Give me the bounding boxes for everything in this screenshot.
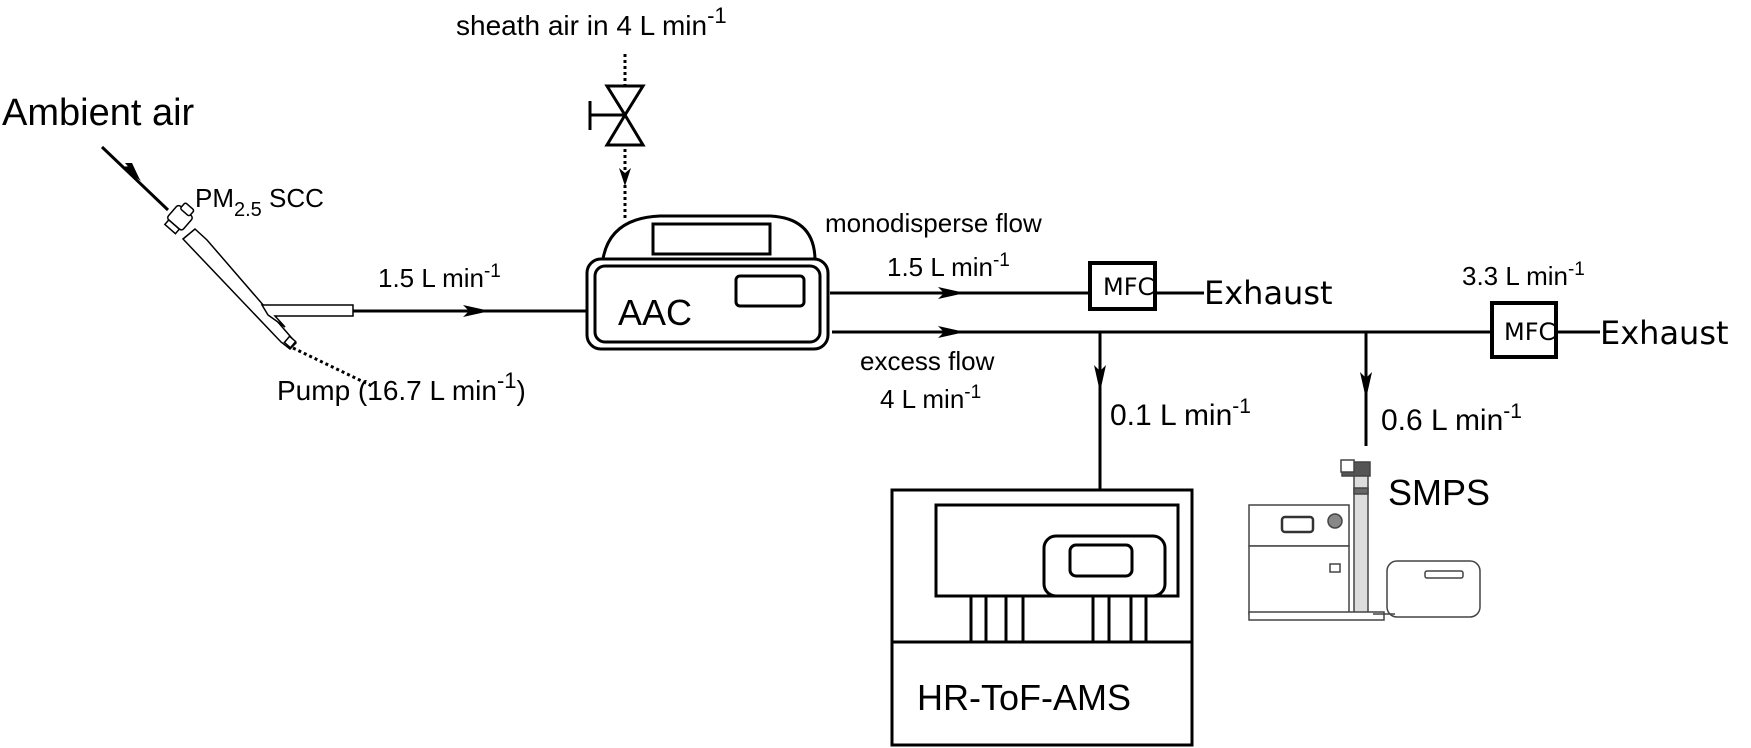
- pm25-scc-label: PM2.5 SCC: [195, 183, 324, 221]
- mfc1-label: MFC: [1103, 273, 1154, 301]
- ambient-air-label: Ambient air: [2, 92, 195, 134]
- exhaust2-label: Exhaust: [1600, 314, 1729, 352]
- aac-instrument: [585, 214, 830, 351]
- pump-label: Pump (16.7 L min-1): [277, 368, 526, 406]
- smps-instrument-icon: [1248, 459, 1481, 621]
- ambient-inlet-arrow: [100, 145, 170, 212]
- inlet-flow-label: 1.5 L min-1: [378, 261, 501, 293]
- exhaust1-label: Exhaust: [1204, 274, 1333, 312]
- excess-flow-rate: 4 L min-1: [880, 382, 981, 414]
- monodisperse-flow-label: monodisperse flow: [825, 208, 1042, 238]
- ams-flow-rate: 0.1 L min-1: [1110, 395, 1251, 432]
- hr-tof-ams-instrument: [890, 488, 1194, 747]
- ams-label: HR-ToF-AMS: [917, 677, 1131, 718]
- excess-flow-label: excess flow: [860, 346, 995, 376]
- smps-label: SMPS: [1388, 472, 1490, 513]
- monodisperse-flow-rate: 1.5 L min-1: [887, 250, 1010, 282]
- mfc2-flow-rate: 3.3 L min-1: [1462, 259, 1585, 291]
- mfc1-box: [1088, 261, 1157, 311]
- valve-icon: [588, 84, 646, 147]
- pump-line: [292, 346, 373, 388]
- mfc2-box: [1490, 301, 1558, 359]
- pm25-cyclone-icon: [163, 202, 354, 350]
- aac-label: AAC: [618, 292, 692, 333]
- mfc2-label: MFC: [1504, 318, 1555, 346]
- sheath-air-label: sheath air in 4 L min-1: [456, 3, 727, 41]
- smps-flow-rate: 0.6 L min-1: [1381, 400, 1522, 437]
